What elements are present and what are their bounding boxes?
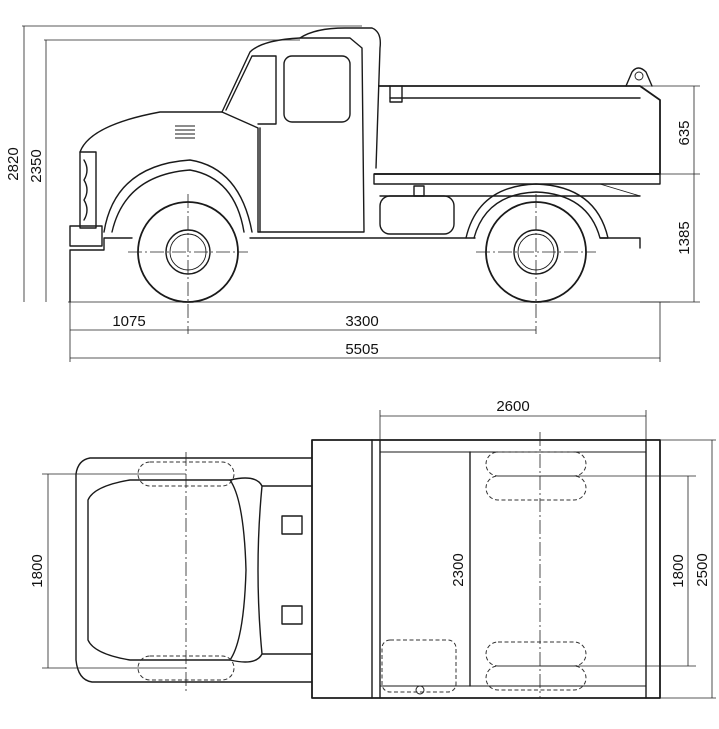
mirror-right: [281, 605, 303, 625]
fuel-tank: [379, 185, 455, 235]
radiator-grille: [79, 151, 97, 229]
fuel-cap: [415, 685, 425, 695]
rear-track-label: 1800: [670, 554, 687, 587]
overall-length-label: 5505: [345, 341, 378, 358]
cab-windshield: [225, 55, 277, 125]
cab-door-window: [283, 55, 351, 123]
body-inner-width-label: 2300: [450, 553, 467, 586]
cab-top-outline: [75, 457, 313, 683]
overall-width-label: 2500: [694, 553, 711, 586]
wheelbase-label: 3300: [345, 313, 378, 330]
front-fender: [103, 159, 253, 233]
overall-height-label: 2820: [5, 147, 22, 180]
cargo-body-outline: [311, 439, 661, 699]
body-length-label: 2600: [496, 398, 529, 415]
rear-tyres-left: [485, 451, 587, 501]
rear-fender: [465, 183, 609, 239]
front-bumper: [69, 225, 103, 247]
fuel-tank-top: [381, 639, 457, 693]
dump-body: [373, 67, 661, 197]
front-track-label: 1800: [29, 554, 46, 587]
front-fender-inner: [111, 169, 245, 233]
top-view: 2600 1800 2300 1800 2500: [29, 398, 716, 699]
cab-roof-hump: [299, 27, 382, 169]
mirror-left: [281, 515, 303, 535]
chassis-outline: [69, 237, 641, 303]
hood: [79, 111, 259, 233]
body-height-label: 635: [676, 120, 693, 145]
cab-height-label: 2350: [28, 149, 45, 182]
hood-vent: [175, 125, 195, 139]
front-overhang-label: 1075: [112, 313, 145, 330]
side-view: 2820 2350 635 1385 1075 3300 5505: [5, 25, 700, 362]
frame-height-label: 1385: [676, 221, 693, 254]
hood-top: [87, 479, 247, 661]
windshield-top: [229, 477, 313, 663]
rear-tyres-right: [485, 641, 587, 691]
